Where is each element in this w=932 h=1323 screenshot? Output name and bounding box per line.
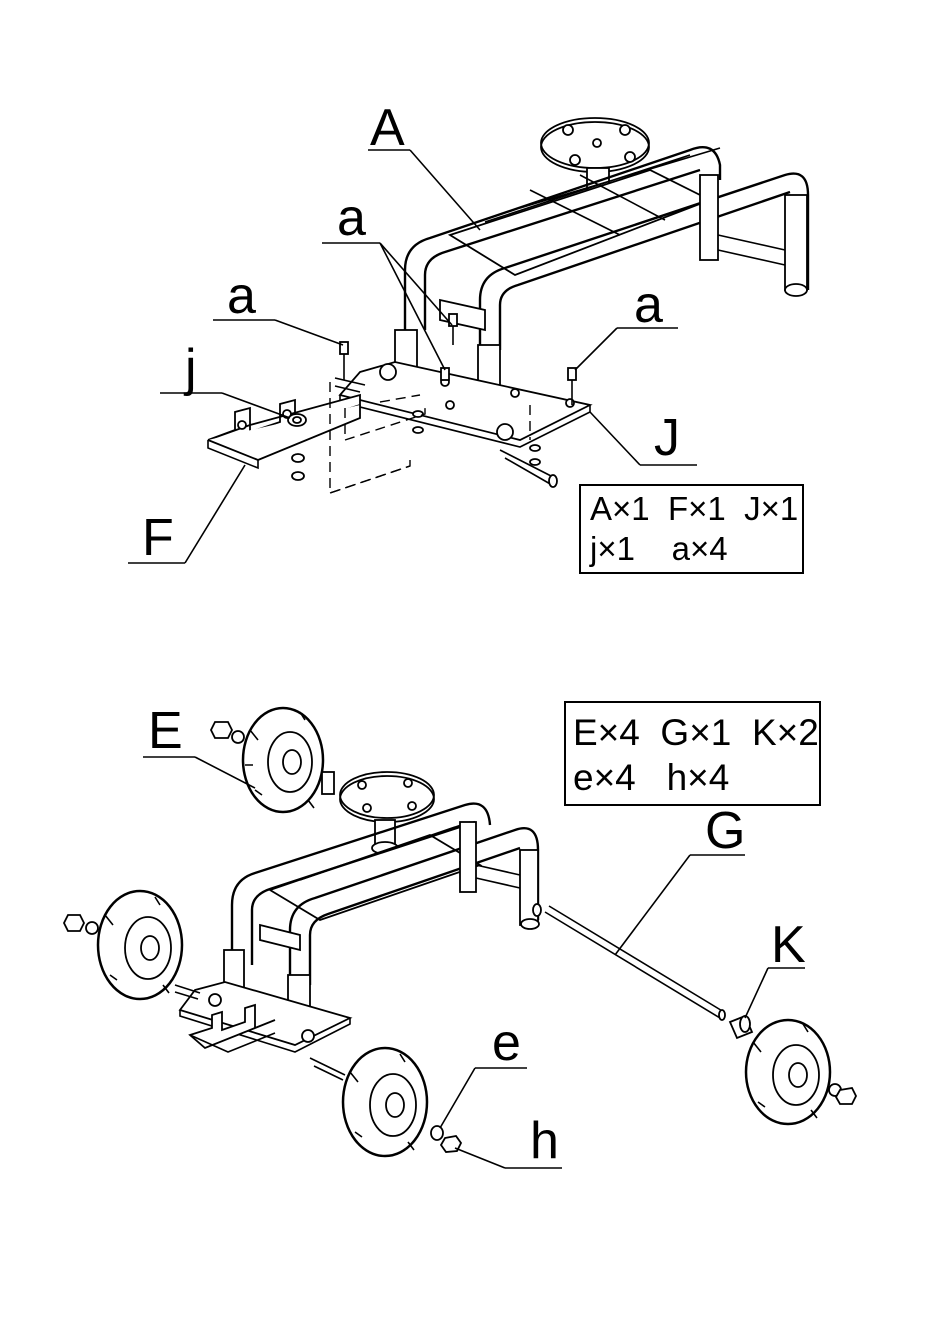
- axle-g-drawing: [533, 904, 725, 1020]
- label-e-wheel: E: [148, 702, 183, 760]
- wheel-drawing-mid-left: [64, 891, 182, 999]
- wheel-drawing-front: [343, 1048, 461, 1156]
- frame-a-drawing: [395, 118, 808, 405]
- step2-qty-line-2: e×4 h×4: [573, 757, 729, 798]
- label-f-bracket: F: [142, 509, 174, 567]
- label-a-frame: A: [370, 99, 405, 157]
- label-g-axle: G: [705, 802, 745, 860]
- washer-e-drawing: [431, 1126, 443, 1140]
- wheel-drawing-right: [746, 1020, 856, 1124]
- step2-qty-line-1: E×4 G×1 K×2: [573, 712, 819, 753]
- base-plate-j-drawing: [335, 362, 590, 487]
- label-j-washer: j: [183, 339, 197, 397]
- label-h-nut: h: [530, 1112, 559, 1170]
- bracket-f-drawing: [208, 395, 360, 468]
- step1-qty-line-1: A×1 F×1 J×1: [590, 490, 798, 527]
- base-plate-drawing: [175, 982, 350, 1080]
- step1-quantity-box: A×1 F×1 J×1 j×1 a×4: [580, 485, 803, 573]
- label-a-right: a: [634, 276, 663, 334]
- label-j-plate: J: [654, 409, 680, 467]
- label-k-spacer: K: [771, 916, 806, 974]
- step2-quantity-box: E×4 G×1 K×2 e×4 h×4: [565, 702, 820, 805]
- spacer-k-drawing: [730, 1016, 752, 1038]
- label-a-top: a: [337, 189, 366, 247]
- wheel-drawing-top-left: [211, 708, 334, 812]
- label-a-left: a: [227, 267, 256, 325]
- step1-qty-line-2: j×1 a×4: [589, 530, 728, 567]
- label-e-washer: e: [492, 1014, 521, 1072]
